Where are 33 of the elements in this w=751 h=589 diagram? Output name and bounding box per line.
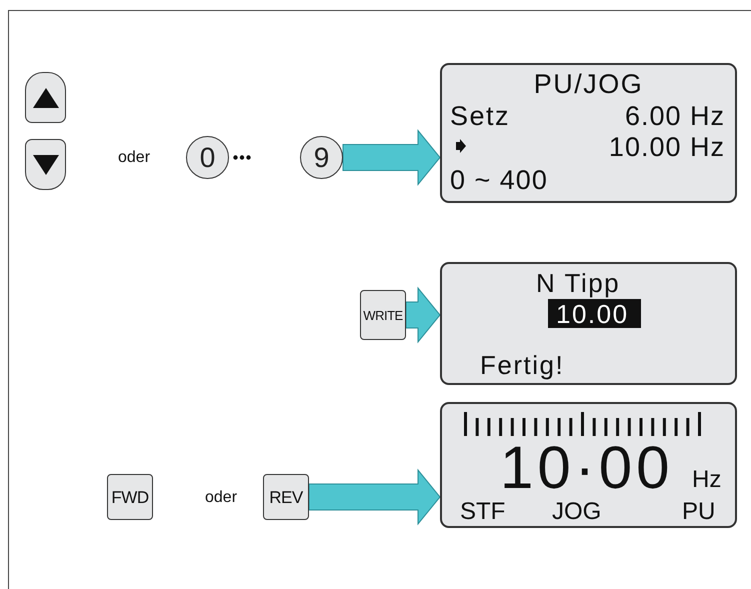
display-text: Fertig! [480, 352, 564, 378]
connector-word: oder [118, 149, 150, 167]
block-arrow [308, 468, 441, 526]
key-button [263, 474, 309, 520]
display-text: N Tipp [536, 270, 620, 296]
lcd-display [440, 262, 737, 385]
block-arrow [342, 129, 441, 186]
display-text: 6.00 Hz [624, 103, 725, 130]
display-unit: Hz [692, 468, 722, 492]
lcd-display [440, 63, 737, 203]
lcd-display [440, 402, 737, 528]
key-button [107, 474, 153, 520]
display-text: JOG [552, 500, 602, 524]
key-label: 0 [200, 144, 216, 172]
display-text: 0 ~ 400 [450, 167, 548, 194]
display-value: 10·00 [500, 438, 674, 498]
display-text: PU [682, 500, 716, 524]
number-key [300, 136, 343, 179]
key-button [360, 290, 406, 340]
display-text: Setz [450, 103, 510, 130]
key-label: 9 [314, 144, 330, 172]
key-label: WRITE [363, 308, 403, 322]
number-key [186, 136, 229, 179]
display-text: 10.00 Hz [608, 134, 725, 161]
display-text: STF [460, 500, 506, 524]
highlighted-value: 10.00 [548, 299, 641, 328]
connector-word: oder [205, 489, 238, 507]
key-label: REV [269, 488, 303, 506]
display-text: PU/JOG [532, 71, 644, 98]
key-label: FWD [111, 488, 149, 506]
down-key [25, 139, 66, 190]
block-arrow [406, 286, 441, 344]
up-key [25, 72, 66, 123]
